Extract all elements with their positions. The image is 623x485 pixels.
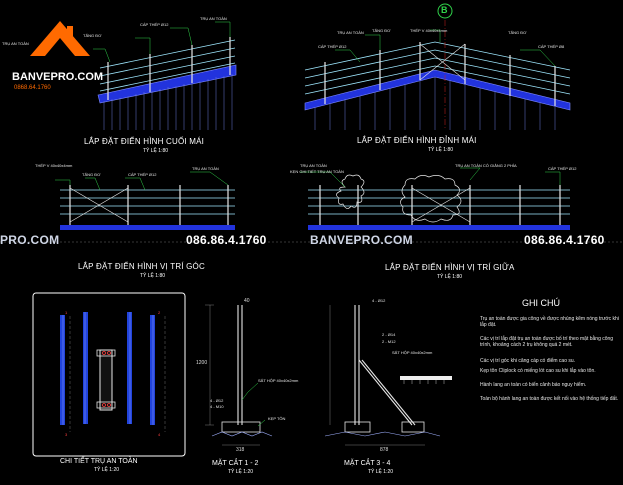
callout-d14-34: 2 - Ø14 (382, 332, 396, 337)
watermark-phone-2: 086.86.4.1760 (524, 233, 605, 247)
callout-ridge-tang-do: TĂNG ĐƠ (372, 28, 391, 33)
ridge-view (304, 3, 571, 130)
notes-item-6: Toàn bộ hành lang an toàn được kết nối v… (480, 396, 619, 402)
logo-brand: BANVEPRO.COM (12, 71, 104, 83)
callout-ridge-tang-do-r: TĂNG ĐƠ (508, 30, 527, 35)
callout-mid-cap-thep: CÁP THÉP Ø12 (548, 166, 577, 171)
watermark-left: PRO.COM (0, 233, 60, 247)
callout-d12-34: 4 - Ø12 (372, 298, 386, 303)
dim-40-top: 40 (244, 298, 250, 304)
callout-m10-12: 4 - M10 (210, 404, 224, 409)
scale-section-12: TỶ LỆ 1:20 (228, 469, 254, 475)
callout-tang-do: TĂNG ĐƠ (83, 33, 102, 38)
dim-1200: 1200 (196, 360, 208, 366)
callout-tru-an-toan-left: TRỤ AN TOÀN (2, 41, 29, 46)
callout-mid-tru-giang: TRỤ AN TOÀN CÓ GIẰNG 2 PHÍA (455, 163, 517, 168)
mark-1: 1 (65, 310, 68, 315)
scale-roof-end: TỶ LỆ 1:80 (143, 148, 169, 154)
title-post-detail: CHI TIẾT TRỤ AN TOÀN (60, 458, 138, 465)
notes-item-5: Hành lang an toàn có biển cảnh báo nguy … (480, 382, 587, 388)
callout-ridge-cap-thep-s: CÁP THÉP Ø8 (538, 44, 565, 49)
post-detail (32, 292, 186, 457)
mark-2: 2 (158, 310, 161, 315)
callout-sat-hop-34: SẮT HỘP 40x40x2mm (392, 350, 433, 355)
callout-ridge-cap-thep: CÁP THÉP Ø12 (318, 44, 347, 49)
watermark-phone-1: 086.86.4.1760 (186, 233, 267, 247)
notes-item-2: Các vị trí lắp đặt trụ an toàn được bố t… (480, 336, 614, 348)
notes-heading: GHI CHÚ (522, 298, 560, 308)
callout-mid-tru: TRỤ AN TOÀN (300, 163, 327, 168)
callout-corner-tang-do: TĂNG ĐƠ (82, 172, 101, 177)
scale-corner: TỶ LỆ 1:80 (140, 273, 166, 279)
dim-878: 878 (380, 447, 389, 453)
grid-marker-b: B (441, 5, 448, 15)
title-middle: LẮP ĐẶT ĐIỂN HÌNH VỊ TRÍ GIỮA (385, 263, 515, 272)
callout-m12-34: 2 - M12 (382, 339, 396, 344)
corner-view (55, 171, 235, 230)
callout-sat-hop-12: SẮT HỘP 40x40x2mm (258, 378, 299, 383)
callout-corner-tru: TRỤ AN TOÀN (192, 166, 219, 171)
logo-icon (30, 21, 90, 56)
callout-cap-thep: CÁP THÉP Ø12 (140, 22, 169, 27)
callout-corner-cap-thep: CÁP THÉP Ø12 (128, 172, 157, 177)
mark-3: 3 (65, 432, 68, 437)
scale-post-detail: TỶ LỆ 1:20 (94, 467, 120, 473)
callout-ridge-thep-v: THÉP V 40x40x4mm (410, 28, 448, 33)
notes-item-1: Trụ an toàn được gia công về được nhúng … (480, 316, 619, 328)
title-ridge: LẮP ĐẶT ĐIỂN HÌNH ĐỈNH MÁI (357, 136, 477, 145)
scale-section-34: TỶ LỆ 1:20 (368, 469, 394, 475)
title-section-12: MẶT CẮT 1 - 2 (212, 460, 259, 467)
dim-318: 318 (236, 447, 245, 453)
title-roof-end: LẮP ĐẶT ĐIỂN HÌNH CUỐI MÁI (84, 137, 205, 146)
callout-tru-an-toan: TRỤ AN TOÀN (200, 16, 227, 21)
scale-ridge: TỶ LỆ 1:80 (428, 147, 454, 153)
title-section-34: MẶT CẮT 3 - 4 (344, 460, 391, 467)
title-corner: LẮP ĐẶT ĐIỂN HÌNH VỊ TRÍ GÓC (78, 262, 205, 271)
logo-phone: 0868.64.1760 (14, 85, 51, 91)
middle-view (300, 167, 570, 230)
section-3-4 (324, 305, 452, 446)
notes-item-4: Kẹp tôn Cliplock có miếng lót cao su khi… (480, 368, 596, 374)
roof-end-view (93, 21, 237, 130)
section-1-2 (205, 304, 273, 446)
notes-item-3: Các vị trí góc khi căng cáp có điểm cao … (480, 358, 576, 364)
callout-d12-12: 4 - Ø12 (210, 398, 224, 403)
scale-middle: TỶ LỆ 1:80 (437, 274, 463, 280)
callout-mid-ken-ghi: KẸN GHI TIẾT TRỤ AN TOÀN (290, 169, 344, 174)
callout-kep-ton-12: KẸP TÔN (268, 416, 286, 421)
watermark-mid: BANVEPRO.COM (310, 233, 413, 247)
callout-corner-thep-v: THÉP V 40x40x4mm (35, 163, 73, 168)
mark-4: 4 (158, 432, 161, 437)
callout-ridge-tru: TRỤ AN TOÀN (337, 30, 364, 35)
